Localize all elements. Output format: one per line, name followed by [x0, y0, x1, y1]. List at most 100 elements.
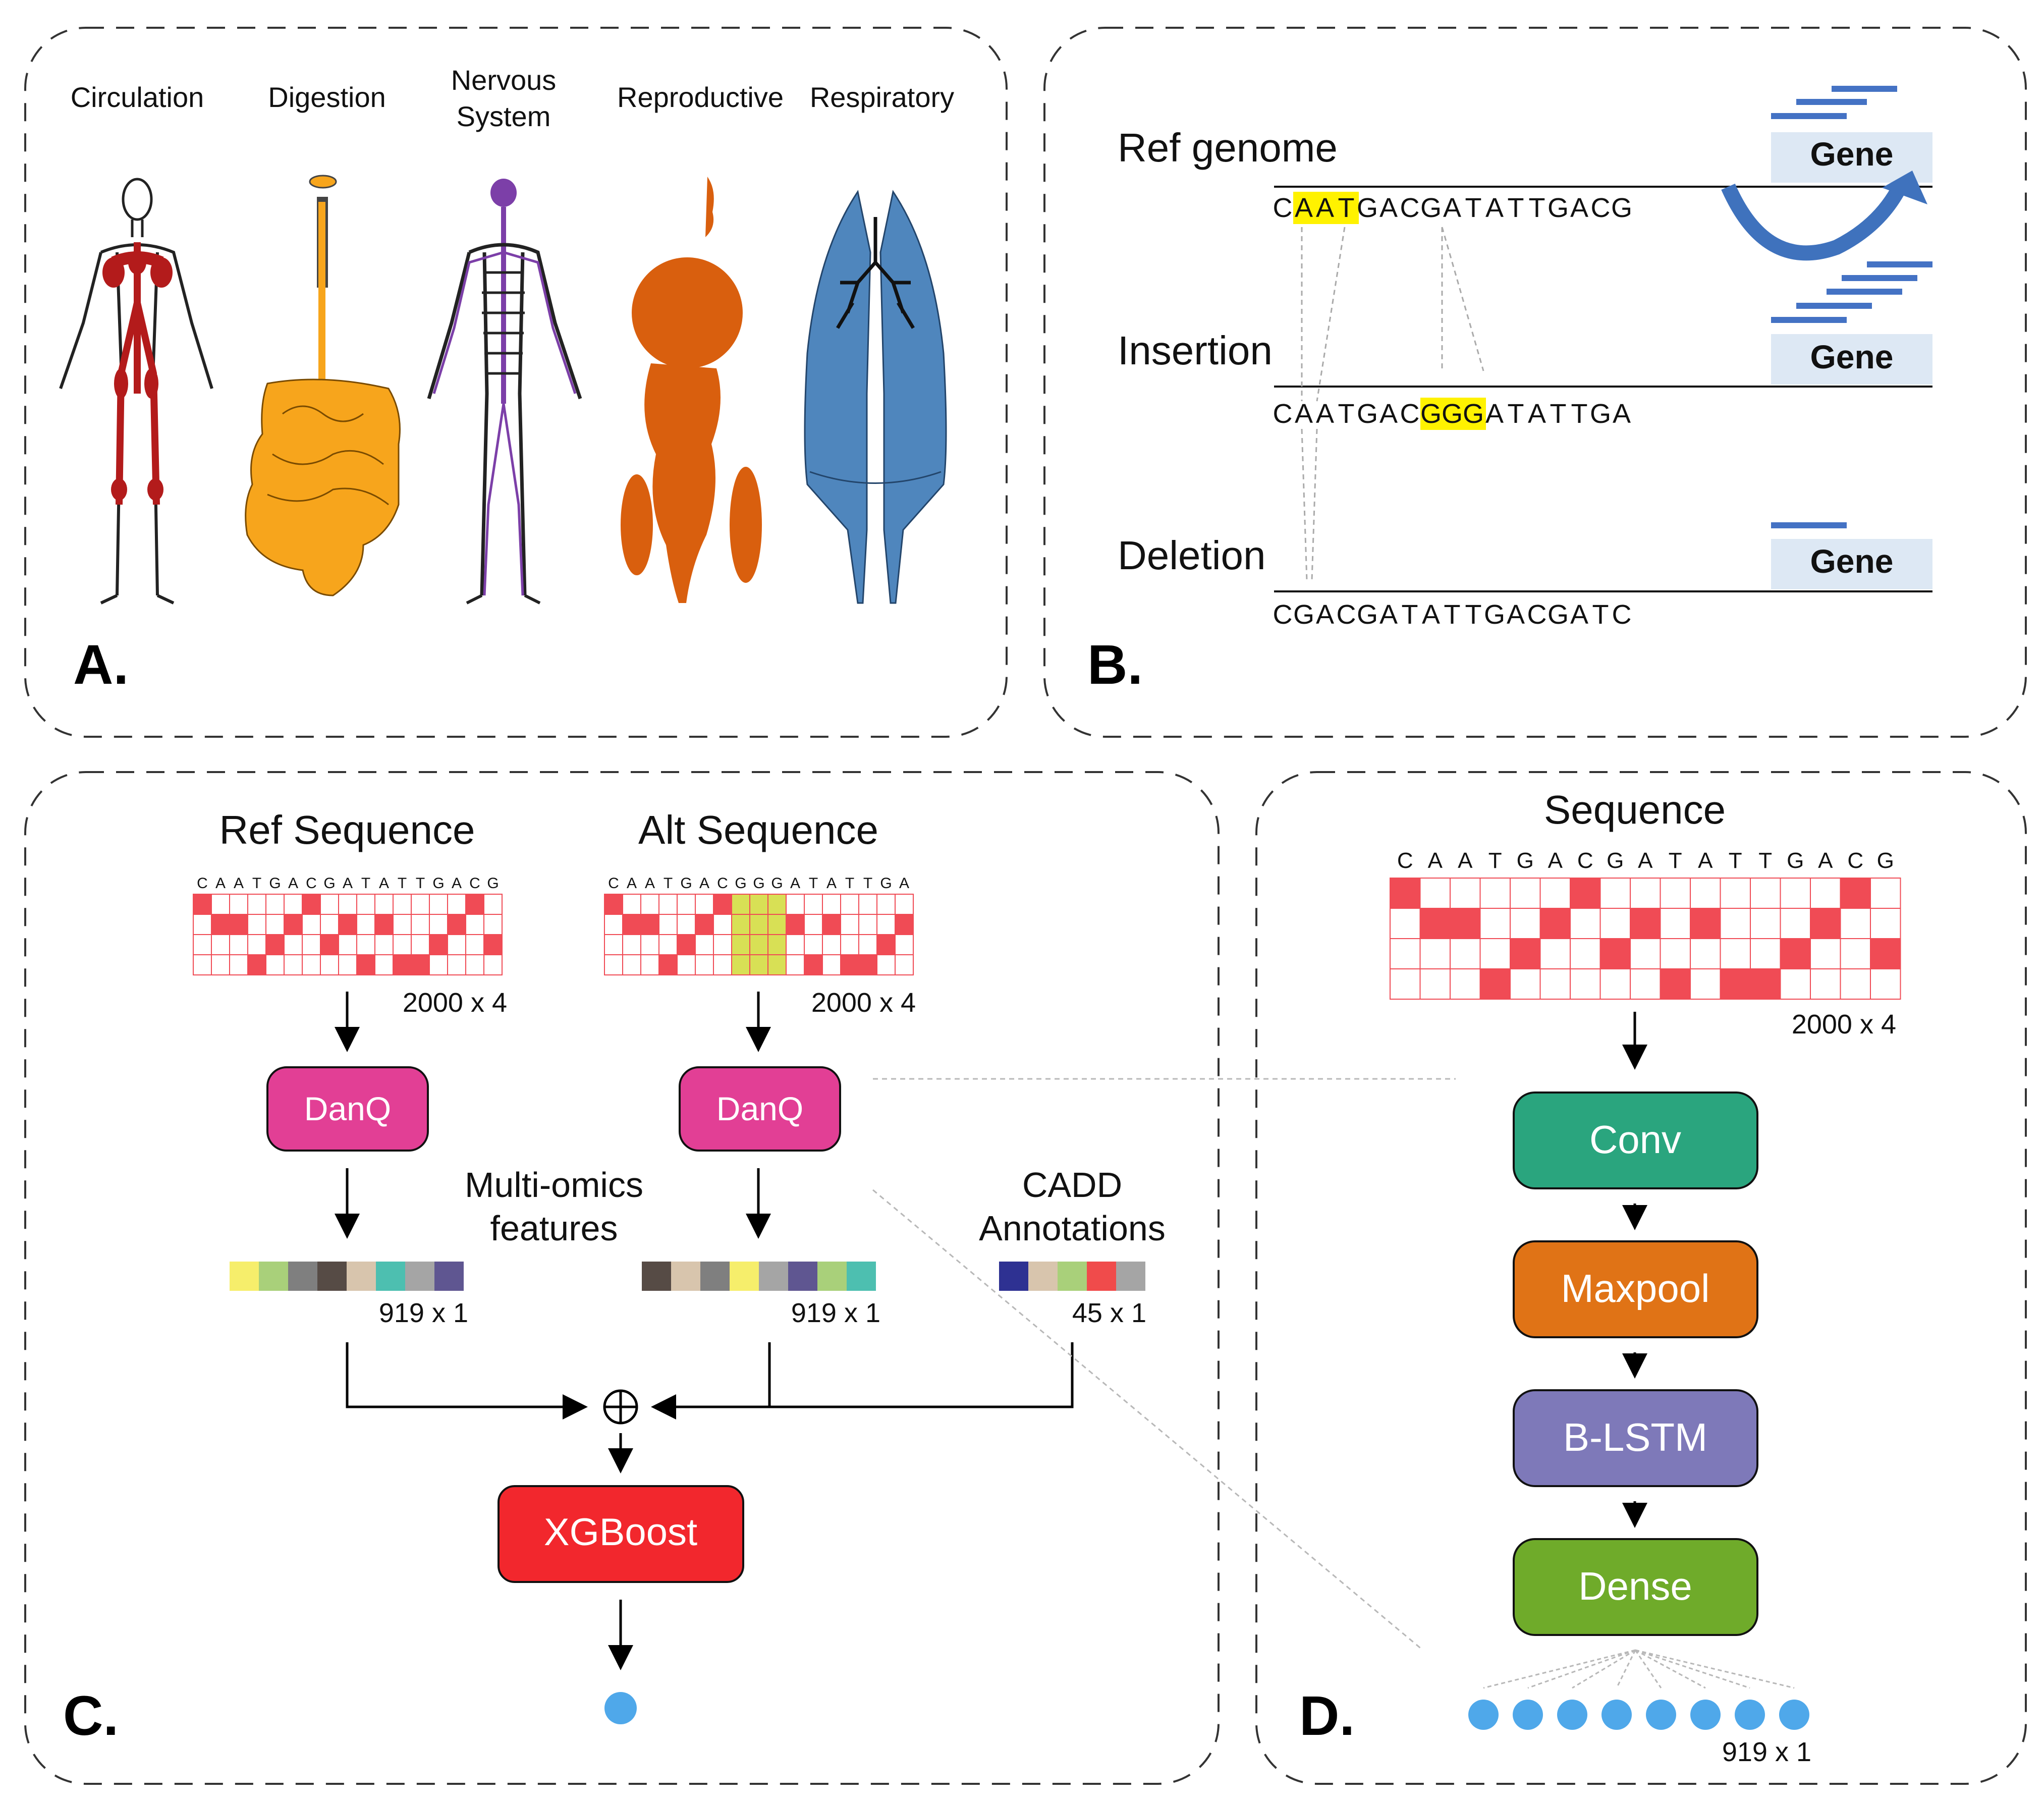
onehot-cell — [895, 954, 914, 975]
base-letter: G — [1463, 399, 1484, 429]
panel-a-frame — [24, 27, 1008, 738]
base-letter: T — [809, 875, 818, 892]
onehot-cell-active — [265, 934, 285, 955]
onehot-cell — [1539, 878, 1571, 909]
onehot-cell — [767, 894, 787, 915]
onehot-cell — [1479, 938, 1511, 969]
base-letter: T — [1550, 399, 1567, 429]
onehot-cell — [1720, 878, 1751, 909]
base-letter: G — [1420, 193, 1442, 223]
output-node — [1690, 1700, 1721, 1730]
onehot-cell-active — [822, 914, 841, 935]
ref-feature-vector — [230, 1262, 464, 1291]
panel-b-frame — [1043, 27, 2027, 738]
output-node — [1646, 1700, 1676, 1730]
base-letter: T — [1508, 193, 1524, 223]
variant-highlight — [1293, 192, 1359, 224]
onehot-cell — [1780, 968, 1811, 1000]
onehot-cell — [465, 954, 484, 975]
dense-label: Dense — [1578, 1564, 1692, 1608]
base-letter: T — [252, 875, 261, 892]
base-letter: C — [608, 875, 619, 892]
base-letter: A — [1379, 193, 1398, 223]
onehot-cell — [749, 954, 768, 975]
onehot-cell-active — [622, 914, 641, 935]
onehot-cell-active — [1720, 968, 1751, 1000]
digestive-system-figure — [245, 175, 401, 596]
base-letter: T — [1669, 848, 1682, 873]
base-letter: T — [1488, 848, 1502, 873]
dense-layer: Dense — [1513, 1538, 1758, 1636]
feature-cell — [788, 1262, 817, 1291]
onehot-cell — [374, 954, 394, 975]
base-letter: T — [1465, 599, 1482, 630]
base-letter: A — [343, 875, 353, 892]
onehot-cell — [1690, 968, 1721, 1000]
onehot-cell — [749, 914, 768, 935]
output-node — [1513, 1700, 1543, 1730]
prediction-output-node — [604, 1692, 637, 1724]
nervous-system-figure — [427, 179, 582, 605]
onehot-cell-active — [1630, 908, 1661, 939]
base-letter: C — [1273, 193, 1293, 223]
onehot-cell — [677, 894, 696, 915]
base-letter: A — [699, 875, 709, 892]
feature-cell — [1028, 1262, 1058, 1291]
onehot-cell — [1599, 968, 1631, 1000]
onehot-cell — [1419, 938, 1451, 969]
base-letter: A — [1548, 848, 1563, 873]
alt-sequence-title: Alt Sequence — [638, 807, 878, 852]
ref-feature-dim: 919 x 1 — [379, 1298, 468, 1328]
output-node — [1557, 1700, 1587, 1730]
feature-cell — [259, 1262, 288, 1291]
base-letter: T — [863, 875, 872, 892]
onehot-cell-active — [356, 954, 375, 975]
base-letter: T — [1529, 193, 1545, 223]
output-connection — [1635, 1649, 1750, 1689]
onehot-cell — [1720, 938, 1751, 969]
base-letter: C — [1612, 599, 1632, 630]
onehot-cell-active — [1810, 908, 1841, 939]
feature-cell — [847, 1262, 876, 1291]
regulation-arrowhead-icon — [1882, 171, 1927, 204]
base-letter: A — [1528, 399, 1546, 429]
dense-output-nodes — [1468, 1700, 1809, 1730]
base-letter: A — [234, 875, 244, 892]
onehot-cell — [483, 954, 503, 975]
base-letter: G — [1357, 599, 1378, 630]
output-node — [1779, 1700, 1809, 1730]
feature-cell — [642, 1262, 671, 1291]
digestion-label: Digestion — [268, 81, 385, 113]
onehot-cell — [695, 894, 714, 915]
onehot-cell-active — [393, 954, 412, 975]
base-letter: C — [1337, 599, 1356, 630]
onehot-cell — [338, 934, 357, 955]
onehot-cell — [211, 934, 230, 955]
onehot-cell-active — [429, 934, 448, 955]
onehot-cell-active — [840, 954, 859, 975]
onehot-cell-active — [1479, 968, 1511, 1000]
base-letter: A — [1613, 399, 1631, 429]
onehot-cell-active — [1690, 908, 1721, 939]
onehot-cell-active — [677, 934, 696, 955]
onehot-cell — [622, 934, 641, 955]
onehot-cell — [1660, 938, 1691, 969]
onehot-cell — [1630, 878, 1661, 909]
base-letter: A — [1316, 193, 1334, 223]
onehot-cell — [1570, 908, 1601, 939]
onehot-cell — [247, 934, 266, 955]
onehot-cell-active — [374, 914, 394, 935]
onehot-cell-active — [1570, 878, 1601, 909]
base-letter: G — [1548, 193, 1569, 223]
onehot-cell-active — [1750, 968, 1781, 1000]
onehot-cell — [1810, 938, 1841, 969]
onehot-cell — [429, 954, 448, 975]
ref-sequence-title: Ref Sequence — [219, 807, 475, 852]
onehot-cell — [1630, 938, 1661, 969]
onehot-cell — [338, 894, 357, 915]
